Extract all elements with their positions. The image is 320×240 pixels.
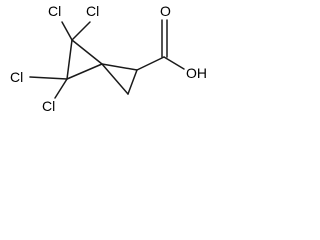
bond-c2-cl-mid-left <box>29 76 68 80</box>
cl-label-mid-left: Cl <box>10 69 23 85</box>
bond-c2-cl-bottom <box>54 78 68 99</box>
bond-c4-carboxyl <box>136 56 165 71</box>
cl-label-bottom: Cl <box>42 98 55 114</box>
oxygen-label: O <box>160 3 171 19</box>
bond-c4-c5 <box>127 69 138 95</box>
bond-c1-cl-top-left <box>61 21 73 41</box>
cl-label-top-left: Cl <box>48 3 61 19</box>
bond-spiro-c4 <box>101 63 138 71</box>
bond-c1-c3-spiro <box>71 39 103 65</box>
cl-label-top-right: Cl <box>86 3 99 19</box>
bond-c2-c3-spiro <box>66 63 103 80</box>
bond-spiro-c5 <box>101 63 129 95</box>
bond-c1-c2 <box>66 39 73 80</box>
hydroxyl-label: OH <box>186 65 207 81</box>
structure-canvas: Cl Cl Cl Cl O OH <box>0 0 222 121</box>
bond-carboxyl-oh <box>163 56 185 70</box>
chemical-structure-diagram: Cl Cl Cl Cl O OH <box>10 3 207 114</box>
bond-c1-cl-top-right <box>71 21 91 41</box>
